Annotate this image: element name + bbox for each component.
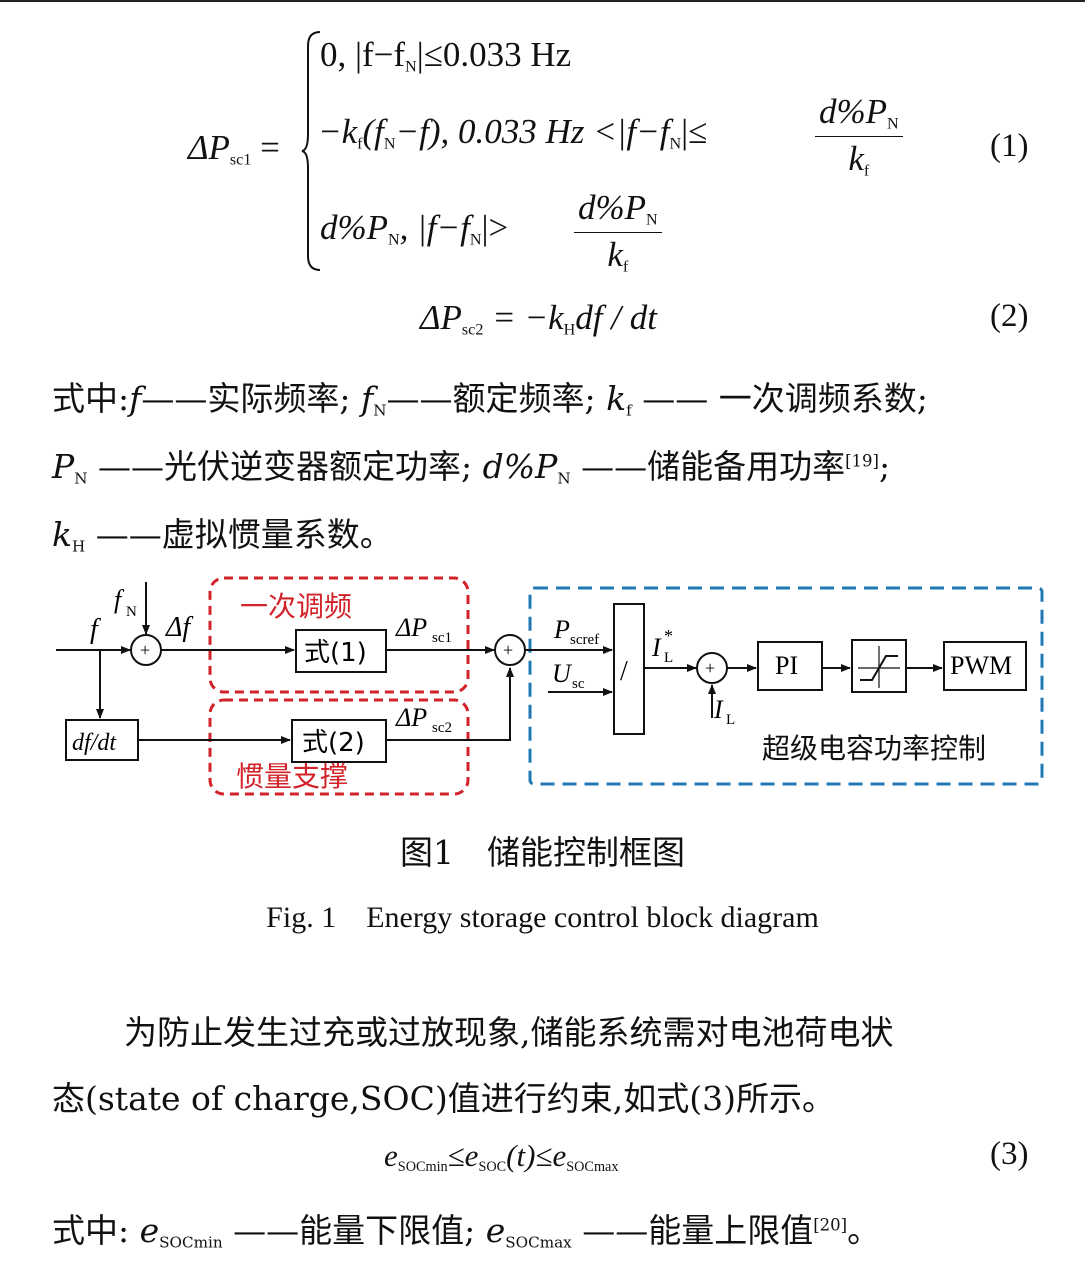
- sig-dPsc1-sub: sc1: [432, 630, 452, 646]
- group-supercap-label: 超级电容功率控制: [762, 732, 986, 765]
- where-line-4: 式中: eSOCmin ——能量下限值; eSOCmax ——能量上限值[20]…: [52, 1211, 881, 1252]
- sig-dPsc2: ΔP: [395, 703, 427, 732]
- where-line-2: PN ——光伏逆变器额定功率; d%PN ——储能备用功率[19];: [52, 447, 891, 488]
- eq1-lhs: ΔPsc1 =: [188, 128, 280, 169]
- group-inertia-label: 惯量支撑: [236, 760, 348, 793]
- block-eq2-label: 式(2): [302, 728, 365, 758]
- eq1-fraction-b: d%PN kf: [574, 188, 662, 276]
- block-dfdt-label: df/dt: [72, 730, 117, 756]
- eq1-case-2: −kf(fN−f), 0.033 Hz <|f−fN|≤: [318, 112, 708, 153]
- sum1-sign: +: [140, 640, 150, 660]
- sum3-sign: +: [705, 658, 715, 678]
- paragraph-line-2: 态(state of charge,SOC)值进行约束,如式(3)所示。: [52, 1079, 835, 1118]
- eq1-brace: [301, 31, 321, 271]
- sig-fN: f: [114, 585, 125, 614]
- eq1-fraction-a: d%PN kf: [815, 92, 903, 180]
- dPsc2-line: [386, 667, 514, 741]
- paragraph-line-1: 为防止发生过充或过放现象,储能系统需对电池荷电状: [124, 1013, 894, 1052]
- sig-il-star-sub: L: [664, 650, 673, 666]
- sig-dPsc2-sub: sc2: [432, 720, 452, 736]
- block-dfdt: [65, 719, 139, 761]
- group-supercap-box: [528, 586, 1044, 786]
- block-pwm: [943, 641, 1027, 691]
- sig-il-star: I: [651, 633, 662, 662]
- group-primary-label: 一次调频: [240, 590, 352, 623]
- sig-f: f: [90, 614, 101, 645]
- sig-pscref: P: [553, 615, 570, 644]
- control-block-diagram: 一次调频 惯量支撑 超级电容功率控制 f f N + Δf df/dt 式(1)…: [56, 576, 1044, 796]
- sum2-sign: +: [503, 640, 513, 660]
- sig-il-star-sup: *: [664, 626, 673, 646]
- where-line-3: kH ——虚拟惯量系数。: [52, 515, 393, 556]
- block-eq1-label: 式(1): [304, 638, 367, 668]
- sig-usc: U: [552, 659, 573, 688]
- block-divider: [613, 603, 645, 735]
- caption-en: Fig. 1 Energy storage control block diag…: [266, 901, 819, 934]
- sig-pscref-sub: scref: [570, 632, 599, 648]
- eq2-number: (2): [990, 298, 1029, 334]
- eq3-body: eSOCmin≤eSOC(t)≤eSOCmax: [384, 1138, 619, 1175]
- sig-usc-sub: sc: [572, 676, 585, 692]
- block-pi-label: PI: [775, 651, 798, 680]
- eq2-body: ΔPsc2 = −kHdf / dt: [420, 298, 657, 339]
- eq1-case-1: 0, |f−fN|≤0.033 Hz: [320, 35, 572, 76]
- sig-il: I: [713, 695, 724, 724]
- block-eq2: [291, 719, 387, 763]
- block-eq1: [295, 629, 387, 673]
- block-pwm-label: PWM: [950, 651, 1012, 680]
- sig-dPsc1: ΔP: [395, 613, 427, 642]
- limiter-icon: [858, 646, 900, 688]
- top-rule: [0, 0, 1085, 2]
- sig-il-sub: L: [726, 712, 735, 728]
- sig-df: Δf: [165, 612, 193, 643]
- eq1-case-3: d%PN, |f−fN|>: [320, 208, 509, 249]
- group-inertia-box: [208, 698, 470, 796]
- eq3-number: (3): [990, 1136, 1029, 1172]
- eq1-number: (1): [990, 128, 1029, 164]
- where-line-1: 式中:f——实际频率; fN——额定频率; kf —— 一次调频系数;: [52, 379, 928, 420]
- block-divider-label: /: [620, 656, 628, 687]
- sig-fN-sub: N: [126, 604, 137, 620]
- block-pi: [757, 641, 823, 691]
- caption-zh: 图1 储能控制框图: [400, 833, 685, 872]
